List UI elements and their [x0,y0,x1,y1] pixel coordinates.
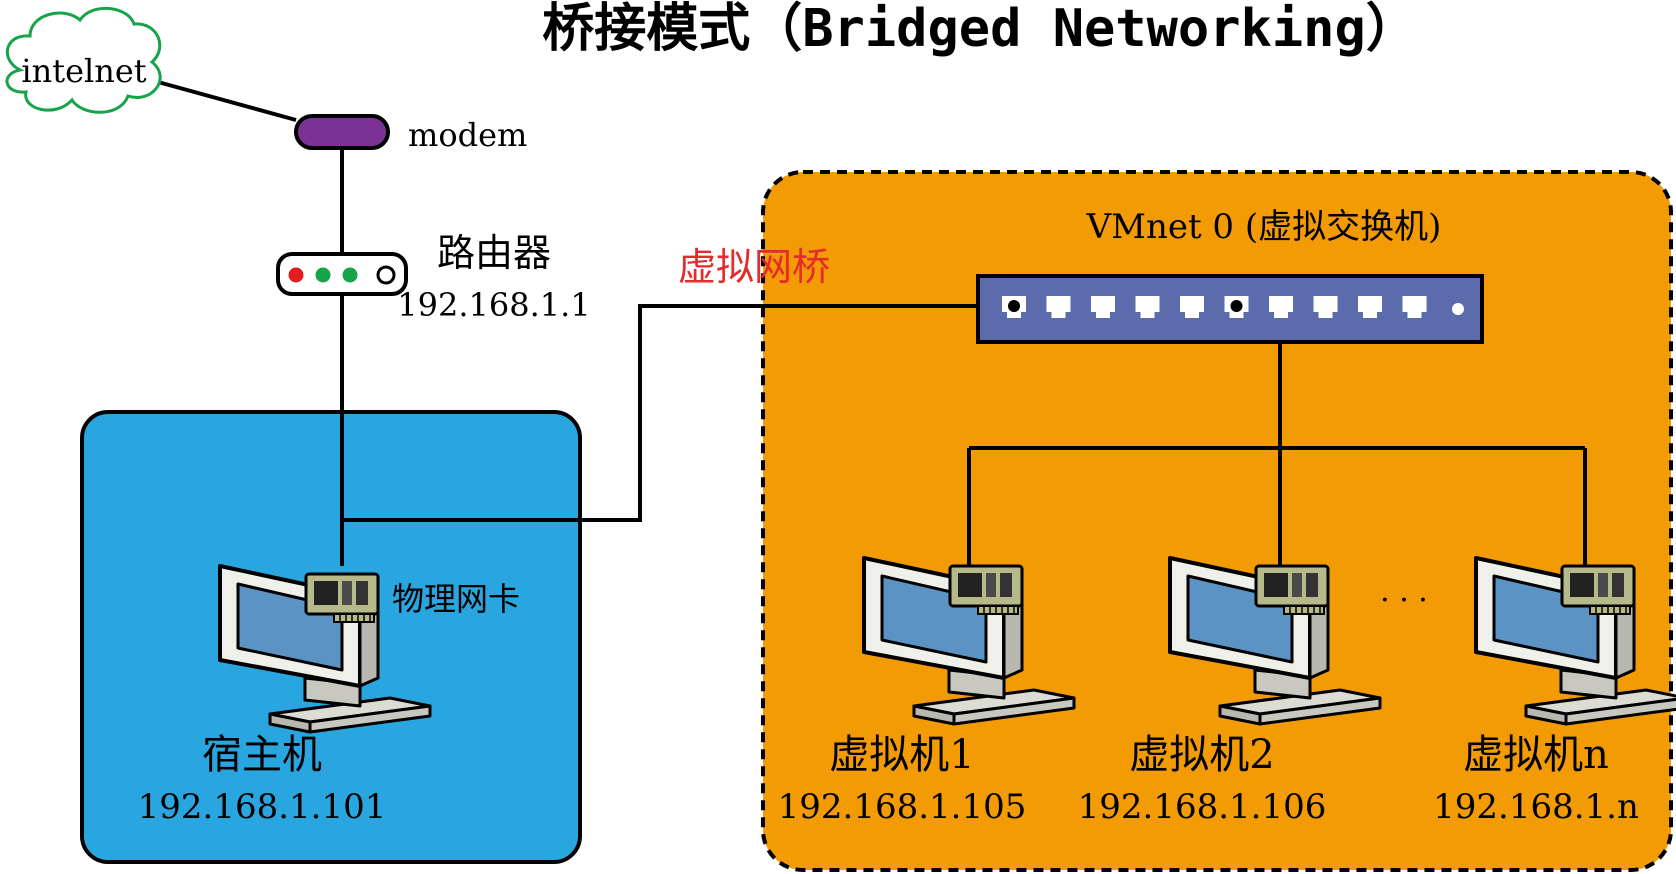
switch-label: VMnet 0 (虚拟交换机) [1086,207,1442,247]
vm1-name: 虚拟机1 [829,732,974,778]
switch-led [1452,303,1464,315]
switch-port-9 [1358,296,1382,318]
bridge-link [342,304,1014,522]
host-nic-label: 物理网卡 [392,580,520,618]
router-ip: 192.168.1.1 [397,286,590,324]
internet-modem-link [157,80,297,122]
bridge-label: 虚拟网桥 [678,245,830,289]
internet-label: intelnet [21,52,146,90]
vmn-ip: 192.168.1.n [1433,787,1639,827]
vmn-name: 虚拟机n [1463,732,1609,778]
cloud-icon [5,6,162,114]
network-links [157,80,1587,568]
modem-icon [294,114,390,150]
switch-port-3 [1091,296,1115,318]
router-label: 路由器 [437,231,551,275]
host-nic-icon [304,572,380,624]
vm1-nic-icon [948,564,1024,616]
switch-port-8 [1313,296,1338,318]
vmn-nic-icon [1560,564,1636,616]
vm1-ip: 192.168.1.105 [778,787,1027,827]
router-icon [276,252,408,296]
host-ip: 192.168.1.101 [138,787,387,827]
switch-icon [976,274,1484,344]
modem-label: modem [408,116,527,154]
vm2-nic-icon [1254,564,1330,616]
vm-ellipsis: · · · [1380,583,1428,618]
vm2-name: 虚拟机2 [1129,732,1274,778]
switch-port-2 [1046,296,1071,318]
diagram-title: 桥接模式（Bridged Networking） [542,0,1418,59]
switch-port-7 [1269,296,1293,318]
switch-port-link-dot [1008,300,1020,312]
switch-port-5 [1180,296,1204,318]
switch-port-10 [1402,296,1427,318]
switch-port-4 [1135,296,1160,318]
host-name: 宿主机 [202,732,322,778]
vm2-ip: 192.168.1.106 [1078,787,1327,827]
switch-port-link-dot [1230,300,1243,312]
